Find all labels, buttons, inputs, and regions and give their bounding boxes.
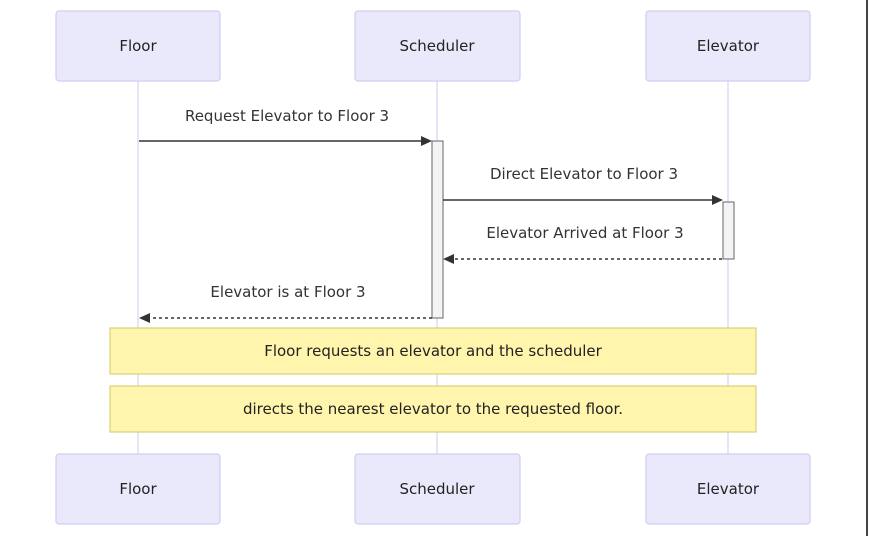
arrowhead-icon — [139, 313, 150, 323]
note-1: Floor requests an elevator and the sched… — [109, 327, 757, 375]
arrowhead-icon — [443, 254, 454, 264]
message-label: Elevator is at Floor 3 — [210, 283, 365, 301]
activation-scheduler — [431, 140, 444, 319]
message-elevator-at-floor: Elevator is at Floor 3 — [139, 283, 432, 323]
actor-label: Floor — [119, 480, 157, 498]
note-box — [109, 385, 757, 433]
actor-top-elevator: Elevator — [645, 10, 811, 82]
message-elevator-arrived: Elevator Arrived at Floor 3 — [443, 224, 722, 264]
message-direct-elevator: Direct Elevator to Floor 3 — [443, 165, 723, 205]
actor-bottom-scheduler: Scheduler — [354, 453, 521, 525]
actor-top-scheduler: Scheduler — [354, 10, 521, 82]
note-2: directs the nearest elevator to the requ… — [109, 385, 757, 433]
actor-label: Floor — [119, 37, 157, 55]
arrowhead-icon — [712, 195, 723, 205]
message-label: Elevator Arrived at Floor 3 — [486, 224, 683, 242]
actor-label: Scheduler — [399, 37, 475, 55]
actor-label: Elevator — [697, 480, 760, 498]
note-box — [109, 327, 757, 375]
message-request-elevator: Request Elevator to Floor 3 — [139, 107, 432, 146]
message-label: Direct Elevator to Floor 3 — [490, 165, 678, 183]
actor-top-floor: Floor — [55, 10, 221, 82]
message-label: Request Elevator to Floor 3 — [185, 107, 389, 125]
actor-label: Scheduler — [399, 480, 475, 498]
actor-bottom-elevator: Elevator — [645, 453, 811, 525]
actor-bottom-floor: Floor — [55, 453, 221, 525]
activation-elevator — [722, 201, 735, 260]
note-text: Floor requests an elevator and the sched… — [264, 342, 602, 360]
arrowhead-icon — [421, 136, 432, 146]
note-text: directs the nearest elevator to the requ… — [243, 400, 623, 418]
actor-label: Elevator — [697, 37, 760, 55]
